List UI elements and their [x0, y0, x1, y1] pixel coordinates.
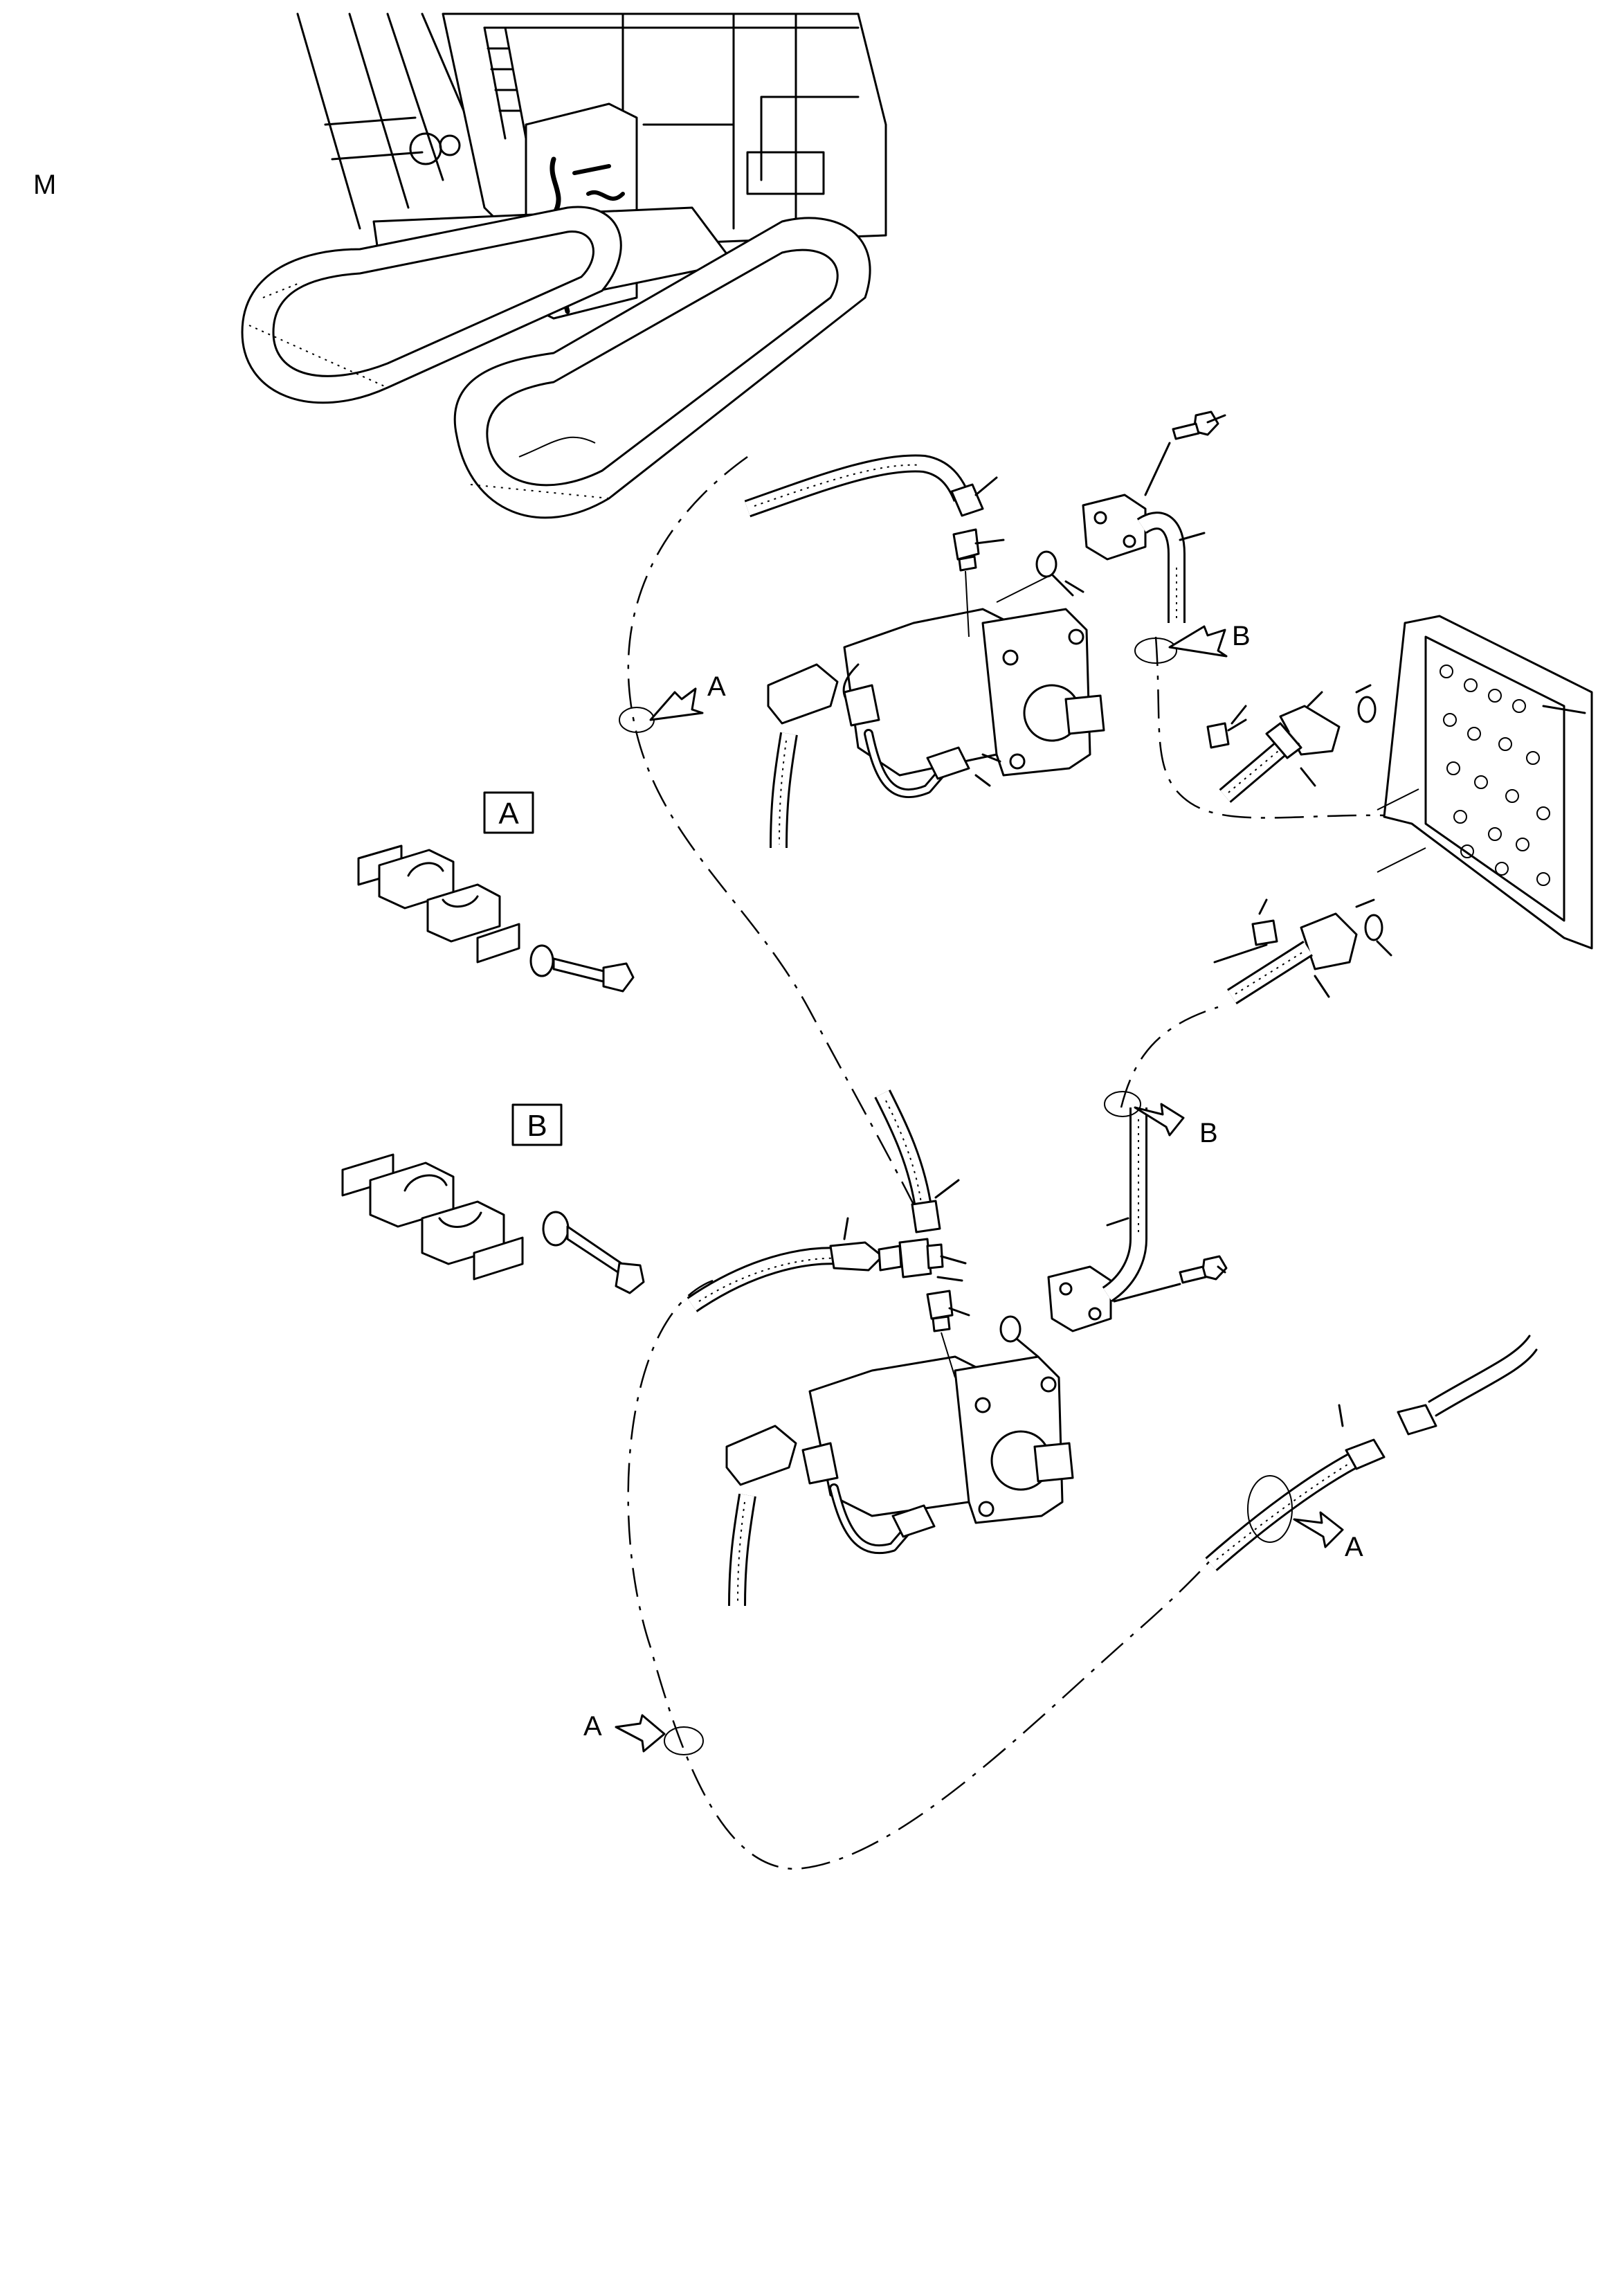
upper-pump-assembly [744, 410, 1226, 849]
callout-b-upper-label: B [1232, 621, 1251, 651]
page-marker: M [33, 170, 56, 200]
detail-b-clamp: B [341, 1103, 645, 1294]
lower-right-hose [1205, 1335, 1538, 1571]
detail-b-label: B [527, 1109, 547, 1143]
callout-a-lower-right-label: A [1345, 1532, 1363, 1562]
callout-a-upper-label: A [707, 671, 726, 702]
excavator-overview [241, 12, 887, 519]
detail-a-box [483, 791, 534, 834]
callout-b-upper: B [1134, 621, 1251, 664]
detail-b-box [511, 1103, 563, 1146]
callout-a-lower-left-label: A [583, 1711, 602, 1742]
routing-line [627, 455, 915, 1205]
valve-block [1206, 615, 1593, 1004]
callout-a-lower-left: A [583, 1711, 704, 1755]
callout-a-upper: A [619, 671, 726, 733]
detail-a-clamp: A [357, 791, 635, 993]
lower-pump-assembly [687, 1090, 1228, 1607]
callout-b-mid-label: B [1199, 1118, 1218, 1148]
callout-a-lower-right: A [1247, 1475, 1363, 1562]
callout-b-mid: B [1104, 1091, 1218, 1148]
detail-a-label: A [498, 797, 519, 831]
